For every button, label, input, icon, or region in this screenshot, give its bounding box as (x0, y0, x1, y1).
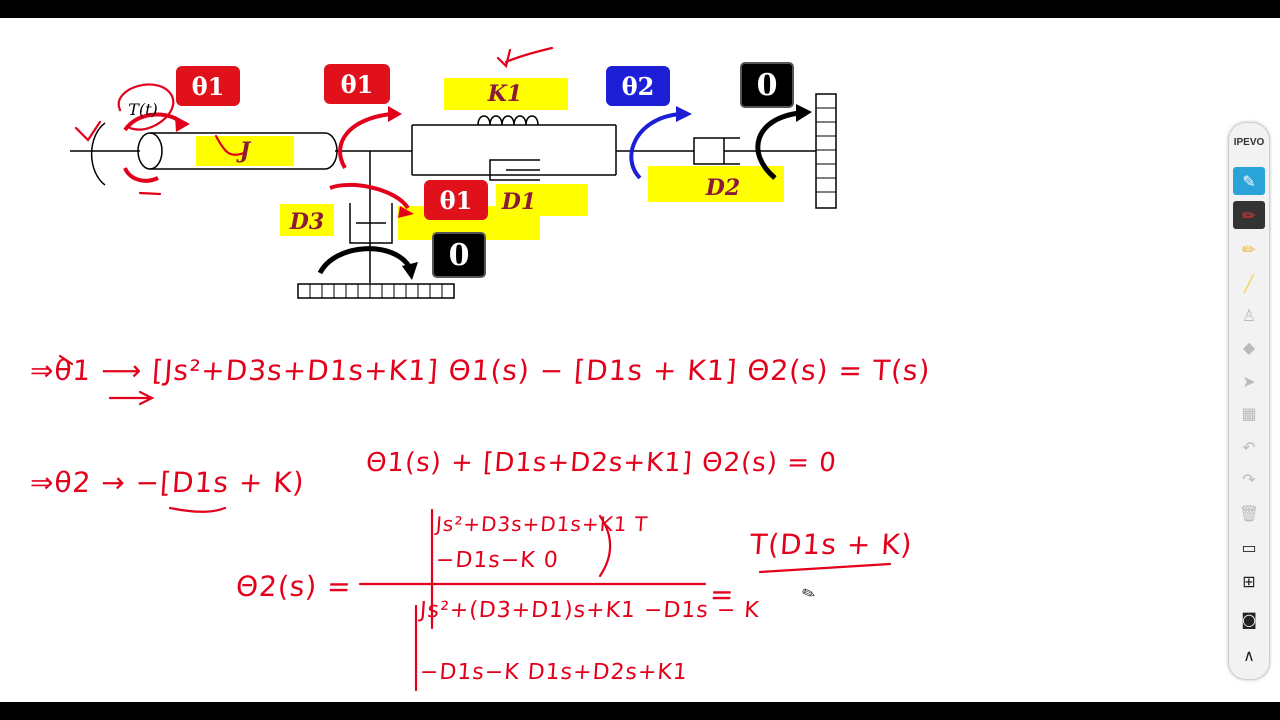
pointer-button[interactable]: ➤ (1233, 367, 1265, 395)
j-highlight (196, 136, 294, 166)
whiteboard-canvas[interactable]: θ1 θ1 θ1 θ2 0 0 K1 J D1 D2 D3 T(t) ⇒θ1 ⟶… (0, 18, 1280, 702)
whiteboard-icon: ▭ (1241, 537, 1257, 557)
toolbox-icon: ▦ (1241, 403, 1257, 423)
mechanical-diagram (58, 46, 892, 692)
collapse-toolbar-button[interactable]: ∧ (1233, 641, 1265, 669)
annotate-mode-icon: ✎ (1242, 171, 1256, 191)
highlighter-icon: ╱ (1244, 273, 1254, 293)
equation-theta2-right: Θ1(s) + [D1s+D2s+K1] Θ2(s) = 0 (364, 448, 838, 478)
toolbox-button[interactable]: ▦ (1233, 399, 1265, 427)
d3-highlight (280, 204, 334, 236)
camera-icon: ◙ (1241, 609, 1257, 629)
collapse-icon: ∧ (1243, 645, 1255, 665)
eraser-icon: ◆ (1242, 337, 1256, 357)
stamp-button[interactable]: ♙ (1233, 301, 1265, 329)
undo-icon: ↶ (1242, 437, 1256, 457)
result-numerator: T(D1s + K) (748, 528, 914, 561)
capture-area-button[interactable]: ⊞ (1233, 567, 1265, 595)
d1-label: D1 (501, 189, 537, 215)
equals-sign: = (708, 578, 736, 611)
d3-label: D3 (289, 209, 325, 235)
camera-button[interactable]: ◙ (1233, 605, 1265, 633)
zero-label-right: 0 (740, 62, 794, 108)
theta1-label-left: θ1 (176, 66, 240, 106)
trash-icon: 🗑 (1238, 503, 1260, 523)
eraser-button[interactable]: ◆ (1233, 333, 1265, 361)
pen-icon: ✏ (1242, 205, 1256, 225)
pencil-icon: ✏ (1242, 239, 1256, 259)
theta1-label-middle: θ1 (324, 64, 390, 104)
k1-label: K1 (487, 81, 523, 107)
redo-button[interactable]: ↷ (1233, 465, 1265, 493)
torque-label: T(t) (128, 99, 158, 119)
undo-button[interactable]: ↶ (1233, 433, 1265, 461)
redo-icon: ↷ (1242, 469, 1256, 489)
numerator-row-2: −D1s−K 0 (435, 548, 560, 573)
pointer-icon: ➤ (1242, 371, 1256, 391)
annotation-toolbar: IPEVO ✎ ✏ ✏ ╱ ♙ ◆ ➤ ▦ ↶ ↷ 🗑 ▭ ⊞ ◙ ∧ (1228, 122, 1270, 680)
stamp-icon: ♙ (1241, 305, 1257, 325)
theta2-label: θ2 (606, 66, 670, 106)
k1-highlight (444, 78, 568, 110)
trash-button[interactable]: 🗑 (1233, 499, 1265, 527)
whiteboard-button[interactable]: ▭ (1233, 533, 1265, 561)
d2-highlight (648, 166, 784, 202)
denominator-row-2: −D1s−K D1s+D2s+K1 (419, 660, 689, 685)
equation-theta2-left: ⇒θ2 → −[D1s + K) (28, 466, 306, 499)
pencil-button[interactable]: ✏ (1233, 235, 1265, 263)
d2-label: D2 (705, 175, 741, 201)
j-label: J (239, 138, 251, 164)
theta1-label-bottom: θ1 (424, 180, 488, 220)
highlighter-button[interactable]: ╱ (1233, 269, 1265, 297)
numerator-row-1: Js²+D3s+D1s+K1 T (435, 512, 649, 536)
annotate-mode-button[interactable]: ✎ (1233, 167, 1265, 195)
theta2-lhs: Θ2(s) = (234, 570, 353, 603)
pen-button[interactable]: ✏ (1233, 201, 1265, 229)
capture-area-icon: ⊞ (1242, 571, 1256, 591)
equation-theta1: ⇒θ1 ⟶ [Js²+D3s+D1s+K1] Θ1(s) − [D1s + K1… (28, 354, 932, 387)
toolbar-brand: IPEVO (1233, 137, 1265, 148)
zero-label-bottom: 0 (432, 232, 486, 278)
